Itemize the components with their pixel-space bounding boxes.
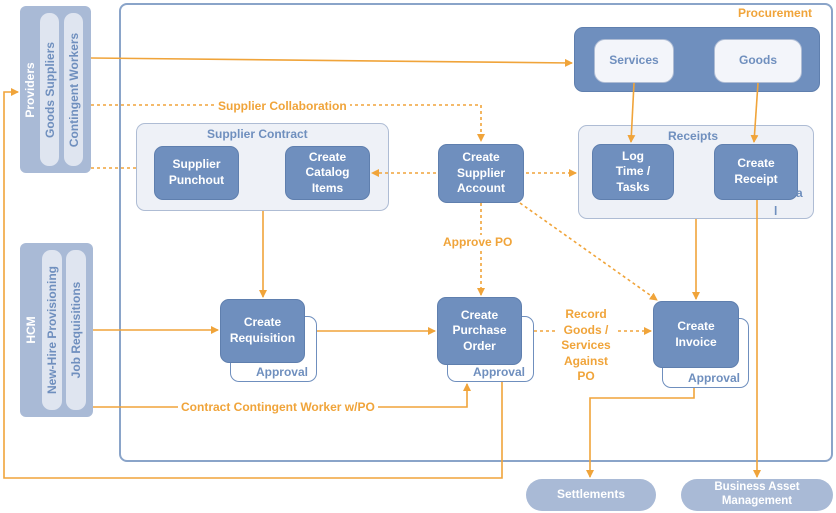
receipts-stray-l: l [774,204,778,218]
services-box[interactable]: Services [594,39,674,83]
job-requisitions-label: Job Requisitions [69,281,83,379]
contingent-workers-strip: Contingent Workers [64,13,83,166]
approve-po-label: Approve PO [441,235,515,251]
new-hire-strip: New-Hire Provisioning [42,250,62,410]
hcm-panel: HCM New-Hire Provisioning Job Requisitio… [20,243,93,417]
supplier-contract-title: Supplier Contract [207,127,308,141]
goods-suppliers-strip: Goods Suppliers [40,13,59,166]
receipts-stray-a: a [796,186,803,200]
supplier-punchout-box[interactable]: Supplier Punchout [154,146,239,200]
procurement-title: Procurement [738,6,813,20]
po-approval-label: Approval [472,365,525,379]
business-asset-management-pill[interactable]: Business Asset Management [681,479,833,511]
create-invoice-box[interactable]: Create Invoice [653,301,739,368]
hcm-label: HCM [24,316,38,344]
providers-label-wrap: Providers [20,6,40,173]
supplier-collaboration-label: Supplier Collaboration [215,99,350,115]
goods-suppliers-label: Goods Suppliers [42,41,57,138]
create-requisition-box[interactable]: Create Requisition [220,299,305,363]
invoice-approval-label: Approval [687,371,740,385]
create-supplier-account-box[interactable]: Create Supplier Account [438,144,524,203]
goods-box[interactable]: Goods [714,39,802,83]
contingent-workers-label: Contingent Workers [66,32,81,147]
job-requisitions-strip: Job Requisitions [66,250,86,410]
hcm-label-wrap: HCM [20,243,42,417]
new-hire-label: New-Hire Provisioning [45,265,59,395]
providers-label: Providers [23,61,37,118]
contract-contingent-label: Contract Contingent Worker w/PO [178,400,378,416]
record-goods-label: Record Goods / Services Against PO [556,307,616,385]
create-receipt-box[interactable]: Create Receipt [714,144,798,200]
create-purchase-order-box[interactable]: Create Purchase Order [437,297,522,365]
requisition-approval-label: Approval [255,365,308,379]
receipts-title: Receipts [668,129,719,143]
create-catalog-items-box[interactable]: Create Catalog Items [285,146,370,200]
settlements-pill[interactable]: Settlements [526,479,656,511]
providers-panel: Providers Goods Suppliers Contingent Wor… [20,6,91,173]
log-time-tasks-box[interactable]: Log Time / Tasks [592,144,674,200]
